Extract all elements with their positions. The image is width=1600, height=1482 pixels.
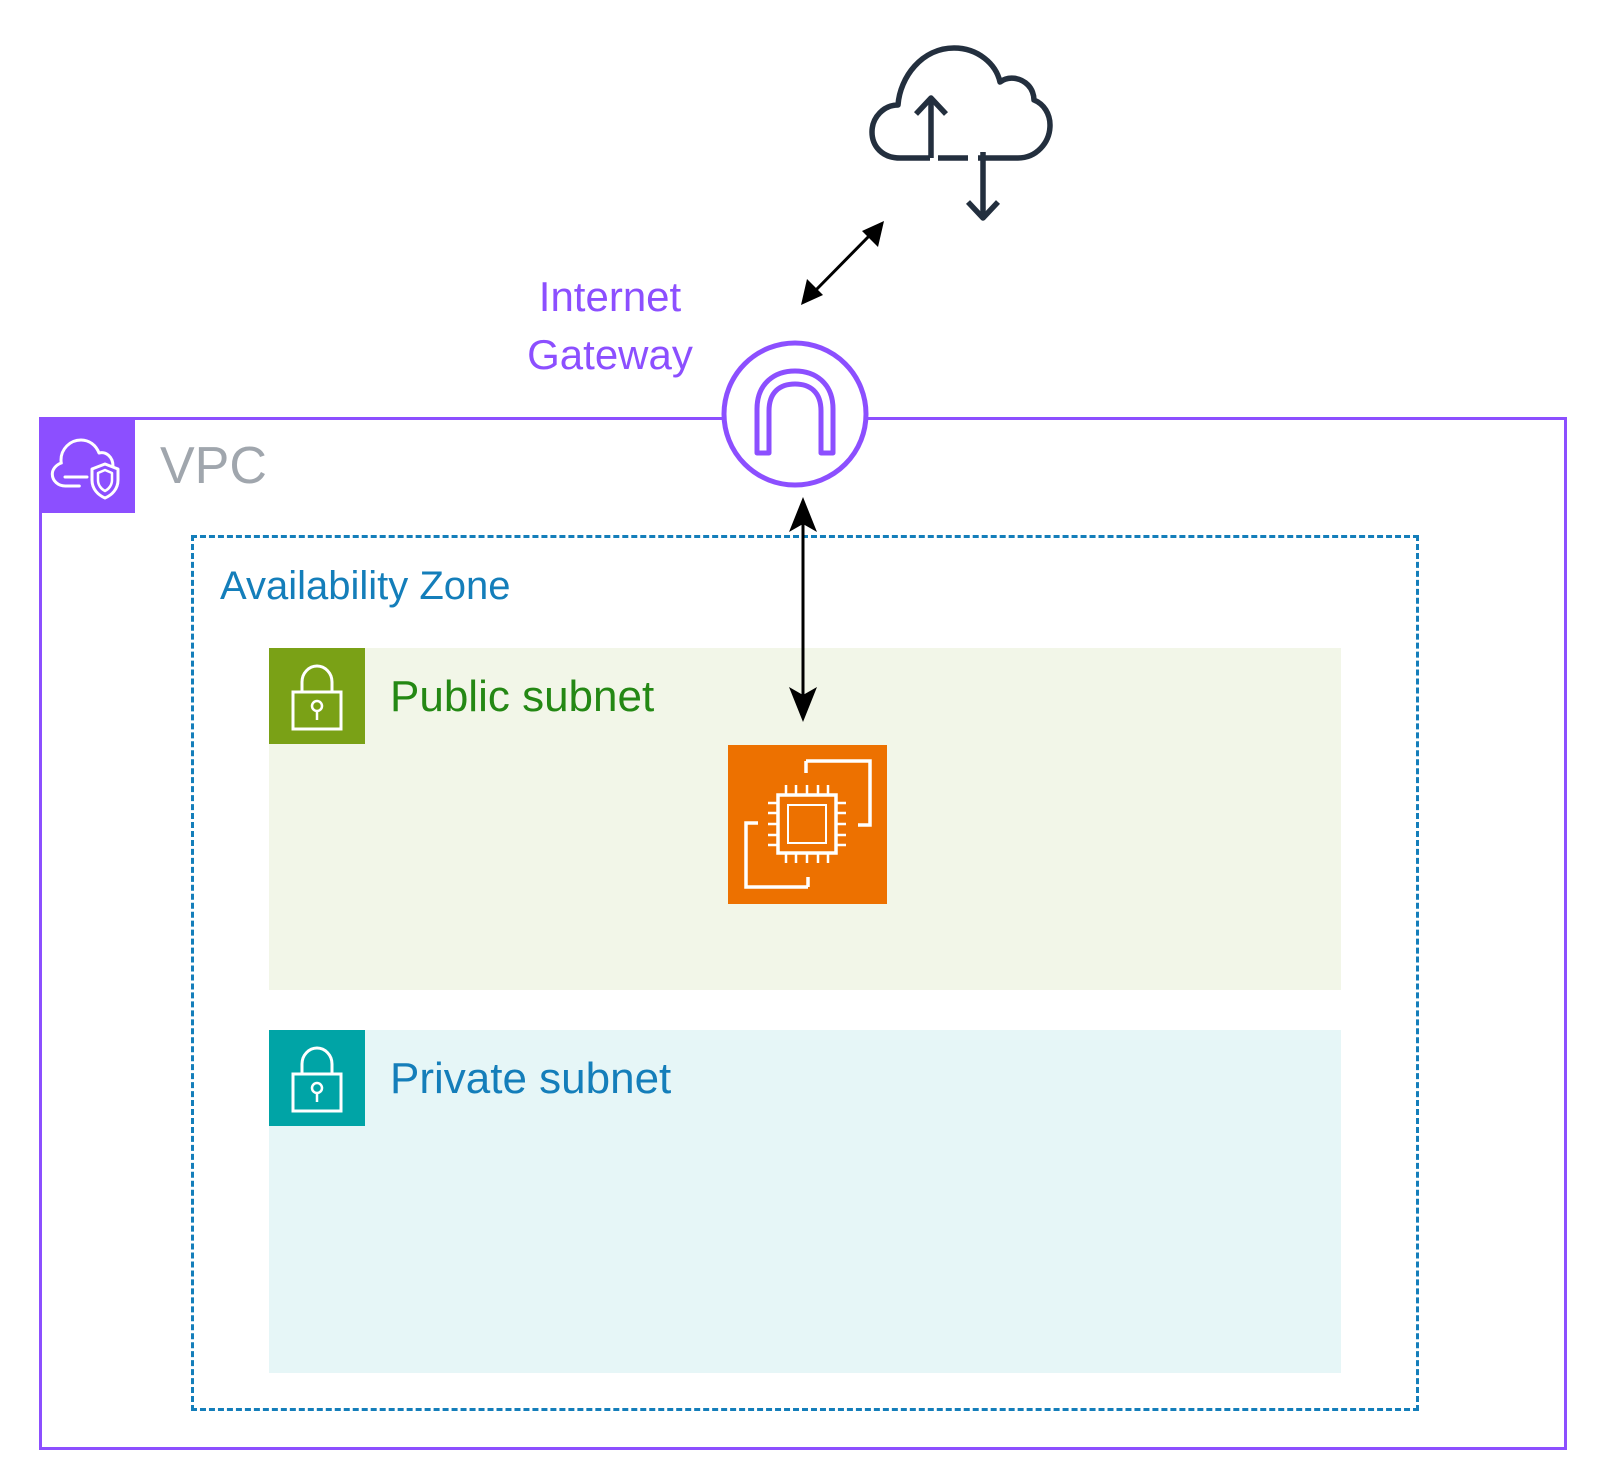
internet-cloud-upload-download-icon[interactable]: [860, 40, 1060, 230]
lock-icon: [291, 1046, 343, 1113]
vpc-badge: [39, 417, 135, 513]
internet-gateway-icon[interactable]: [720, 339, 870, 489]
private-subnet-label: Private subnet: [390, 1054, 672, 1103]
public-subnet-badge: [269, 648, 365, 744]
internet-to-gateway-arrow: [801, 221, 884, 305]
availability-zone-container: [191, 535, 1419, 1411]
ec2-instance-icon[interactable]: [728, 745, 887, 904]
vpc-cloud-shield-icon: [50, 438, 120, 500]
availability-zone-label: Availability Zone: [220, 564, 511, 608]
vpc-label: VPC: [160, 437, 267, 495]
internet-gateway-label: Internet Gateway: [527, 273, 693, 378]
private-subnet: [269, 1030, 1341, 1373]
private-subnet-badge: [269, 1030, 365, 1126]
public-subnet-label: Public subnet: [390, 672, 655, 721]
lock-icon: [291, 664, 343, 731]
